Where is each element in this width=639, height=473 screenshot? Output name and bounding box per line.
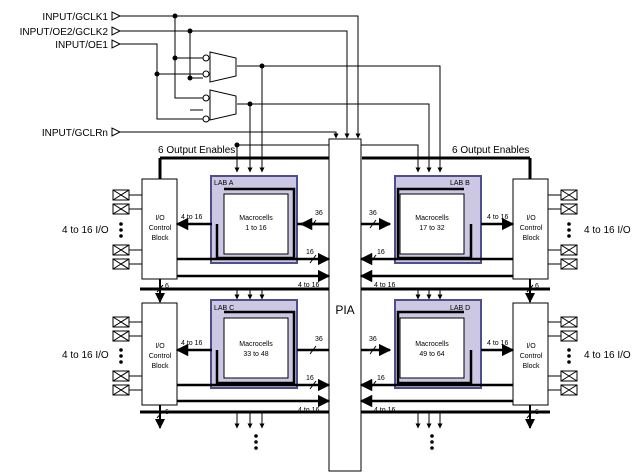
io-count-top-right: 4 to 16 I/O (584, 225, 631, 236)
output-enable-bus-left (158, 156, 330, 179)
pia-block (328, 138, 362, 472)
lab-d-macro-title: Macrocells (415, 341, 449, 348)
io-block-line3: Block (151, 235, 169, 242)
io-count-bottom-right: 4 to 16 I/O (584, 350, 631, 361)
input-gclk1-label: INPUT/GCLK1 (42, 12, 108, 23)
lab-b-name: LAB B (450, 180, 470, 187)
bus-width-labels: 4 to 16 4 to 16 4 to 16 4 to 16 36 36 36… (165, 210, 539, 416)
lab-c-macro-range: 33 to 48 (243, 351, 268, 358)
lab-d-macro-range: 49 to 64 (419, 351, 444, 358)
bus-label-6: 6 (165, 409, 169, 416)
junction-dots (154, 13, 265, 148)
lab-a: LAB A Macrocells 1 to 16 (210, 175, 298, 264)
bus-label-4to16: 4 to 16 (374, 282, 396, 289)
input-gclrn-label: INPUT/GCLRn (42, 128, 108, 139)
bus-label-4to16: 4 to 16 (298, 282, 320, 289)
io-block-line3: Block (151, 363, 169, 370)
input-pin-buffers (111, 11, 122, 137)
bus-label-6: 6 (535, 409, 539, 416)
lab-c: LAB C Macrocells 33 to 48 (210, 299, 298, 389)
bus-label-36: 36 (315, 210, 323, 217)
lab-d-name: LAB D (450, 305, 470, 312)
bus-label-6: 6 (165, 283, 169, 290)
io-block-line1: I/O (155, 343, 165, 350)
pia-label: PIA (335, 303, 354, 317)
io-count-bottom-left: 4 to 16 I/O (62, 350, 109, 361)
io-block-line1: I/O (155, 215, 165, 222)
io-block-line1: I/O (526, 215, 536, 222)
io-control-block-bottom-right: I/O Control Block (512, 302, 549, 406)
bus-label-16: 16 (306, 249, 314, 256)
io-block-line2: Control (149, 225, 172, 232)
lab-c-buses (140, 343, 331, 429)
lab-c-macro-title: Macrocells (239, 341, 273, 348)
output-enables-left-label: 6 Output Enables (158, 145, 235, 156)
bus-label-4to16: 4 to 16 (298, 407, 320, 414)
output-enable-bus-right (362, 156, 532, 179)
lab-a-macro-range: 1 to 16 (245, 225, 267, 232)
lab-d: LAB D Macrocells 49 to 64 (394, 299, 482, 389)
io-block-line2: Control (149, 353, 172, 360)
io-pin-connections (129, 194, 561, 391)
lab-b: LAB B Macrocells 17 to 32 (394, 175, 482, 264)
lab-b-macro-title: Macrocells (415, 215, 449, 222)
output-enables-right-label: 6 Output Enables (452, 145, 529, 156)
io-control-block-bottom-left: I/O Control Block (141, 302, 178, 406)
io-block-line1: I/O (526, 343, 536, 350)
bus-slash-marks (156, 219, 534, 419)
bus-label-36: 36 (315, 336, 323, 343)
bus-label-16: 16 (377, 375, 385, 382)
bus-label-4to16: 4 to 16 (487, 214, 509, 221)
lab-b-buses (359, 217, 550, 303)
io-block-line3: Block (522, 235, 540, 242)
bus-label-4to16: 4 to 16 (374, 407, 396, 414)
bus-label-4to16: 4 to 16 (487, 340, 509, 347)
lab-c-name: LAB C (214, 305, 234, 312)
io-control-block-top-left: I/O Control Block (141, 178, 178, 280)
lab-a-macro-title: Macrocells (239, 215, 273, 222)
bus-label-36: 36 (369, 210, 377, 217)
oe-multiplexers (202, 51, 237, 123)
lab-b-macro-range: 17 to 32 (419, 225, 444, 232)
bus-label-16: 16 (306, 375, 314, 382)
io-block-line3: Block (522, 363, 540, 370)
input-oe2-gclk2-label: INPUT/OE2/GCLK2 (20, 27, 109, 38)
io-control-block-top-right: I/O Control Block (512, 178, 549, 280)
bus-label-16: 16 (377, 249, 385, 256)
ellipsis-dots (119, 222, 571, 450)
lab-a-name: LAB A (214, 180, 234, 187)
io-block-line2: Control (520, 353, 543, 360)
bus-label-4to16: 4 to 16 (181, 340, 203, 347)
bus-label-36: 36 (369, 336, 377, 343)
input-oe1-label: INPUT/OE1 (55, 40, 108, 51)
global-signal-lines (120, 15, 443, 173)
lab-d-buses (359, 343, 550, 429)
bus-label-4to16: 4 to 16 (181, 214, 203, 221)
bus-label-6: 6 (535, 283, 539, 290)
io-block-line2: Control (520, 225, 543, 232)
io-count-top-left: 4 to 16 I/O (62, 225, 109, 236)
